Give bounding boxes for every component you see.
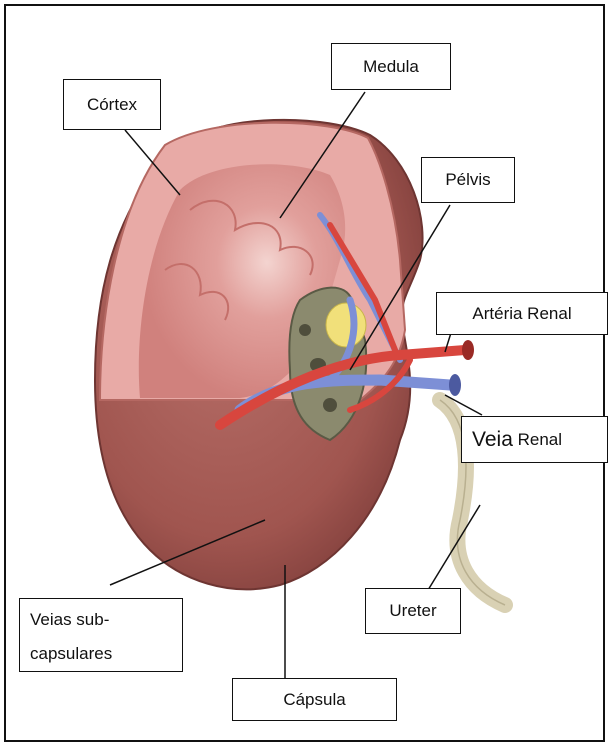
renal-word: Renal [513,430,562,450]
label-arteria-renal: Artéria Renal [436,292,608,335]
label-ureter: Ureter [365,588,461,634]
label-cortex: Córtex [63,79,161,130]
label-pelvis: Pélvis [421,157,515,203]
label-veia-renal: Veia Renal [461,416,608,463]
label-veias-subcapsulares: Veias sub- capsulares [19,598,183,672]
veia-word: Veia [472,428,513,452]
veias-sub-line2: capsulares [30,637,112,671]
label-capsula: Cápsula [232,678,397,721]
veias-sub-line1: Veias sub- [30,603,109,637]
label-medula: Medula [331,43,451,90]
